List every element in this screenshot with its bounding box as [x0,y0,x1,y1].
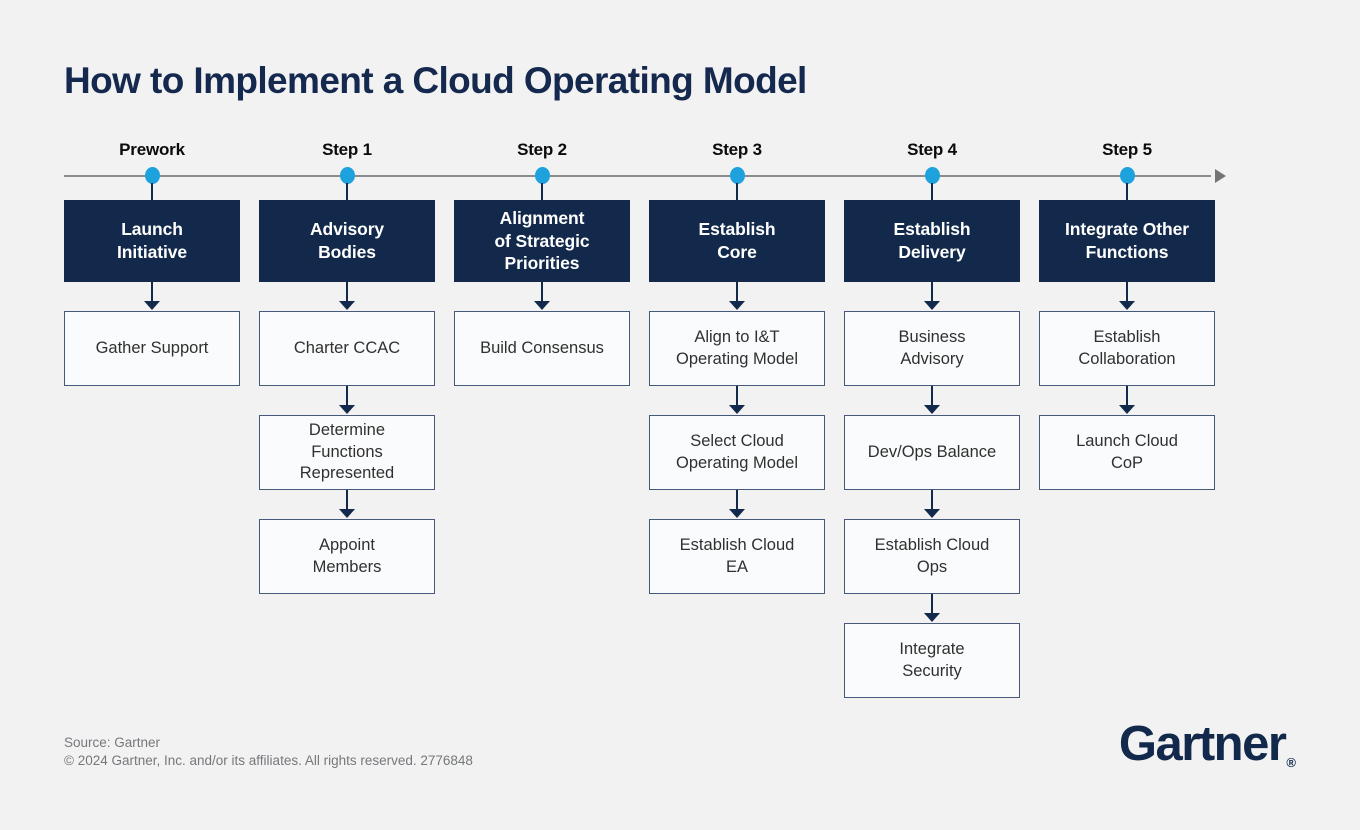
column-step-5: Integrate Other Functions Establish Coll… [1039,183,1215,698]
timeline-dot-icon [924,167,940,184]
connector-line [649,183,825,200]
step-box: Launch Cloud CoP [1039,415,1215,490]
column-step-3: Establish Core Align to I&T Operating Mo… [649,183,825,698]
connector-line [844,183,1020,200]
timeline-label-step-5: Step 5 [1102,140,1152,159]
timeline-arrowhead-icon [1215,168,1226,183]
arrow-down-icon [1039,386,1215,415]
source-text: Source: Gartner [64,735,161,750]
phase-header-box: Advisory Bodies [259,200,435,282]
timeline-line [64,175,1211,177]
column-step-1: Advisory Bodies Charter CCAC Determine F… [259,183,435,698]
step-box: Determine Functions Represented [259,415,435,490]
connector-line [259,183,435,200]
copyright-text: © 2024 Gartner, Inc. and/or its affiliat… [64,752,473,768]
timeline-label-step-4: Step 4 [907,140,957,159]
phase-header-box: Launch Initiative [64,200,240,282]
column-prework: Launch Initiative Gather Support [64,183,240,698]
flow-diagram: Prework Step 1 Step 2 Step 3 Step 4 Step… [64,140,1226,698]
arrow-down-icon [454,282,630,311]
step-box: Establish Cloud EA [649,519,825,594]
step-box: Charter CCAC [259,311,435,386]
step-box: Build Consensus [454,311,630,386]
phase-header-box: Integrate Other Functions [1039,200,1215,282]
timeline-dot-icon [1119,167,1135,184]
source-block: Source: Gartner © 2024 Gartner, Inc. and… [64,734,473,770]
step-box: Appoint Members [259,519,435,594]
phase-header-box: Establish Delivery [844,200,1020,282]
connector-line [64,183,240,200]
arrow-down-icon [649,282,825,311]
timeline-dot-icon [144,167,160,184]
connector-line [454,183,630,200]
step-box: Establish Cloud Ops [844,519,1020,594]
timeline-dot-icon [339,167,355,184]
step-box: Gather Support [64,311,240,386]
timeline-label-step-1: Step 1 [322,140,372,159]
footer: Source: Gartner © 2024 Gartner, Inc. and… [64,720,1296,770]
phase-header-box: Alignment of Strategic Priorities [454,200,630,282]
arrow-down-icon [844,490,1020,519]
arrow-down-icon [1039,282,1215,311]
column-step-2: Alignment of Strategic Priorities Build … [454,183,630,698]
step-box: Integrate Security [844,623,1020,698]
arrow-down-icon [259,386,435,415]
page-title: How to Implement a Cloud Operating Model [64,60,807,101]
step-box: Select Cloud Operating Model [649,415,825,490]
timeline-dot-icon [729,167,745,184]
timeline-label-step-3: Step 3 [712,140,762,159]
timeline-dot-icon [534,167,550,184]
arrow-down-icon [844,594,1020,623]
arrow-down-icon [259,282,435,311]
phase-header-box: Establish Core [649,200,825,282]
arrow-down-icon [844,282,1020,311]
gartner-logo: Gartner ® [1118,717,1296,771]
arrow-down-icon [649,386,825,415]
registered-trademark-icon: ® [1286,755,1296,770]
step-box: Business Advisory [844,311,1020,386]
arrow-down-icon [64,282,240,311]
timeline-axis [64,166,1226,186]
timeline-labels-row: Prework Step 1 Step 2 Step 3 Step 4 Step… [64,140,1215,166]
timeline-label-step-2: Step 2 [517,140,567,159]
arrow-down-icon [844,386,1020,415]
gartner-logo-text: Gartner [1118,717,1287,771]
connector-line [1039,183,1215,200]
timeline-dots-row [64,166,1215,184]
timeline-label-prework: Prework [119,140,185,159]
step-box: Dev/Ops Balance [844,415,1020,490]
columns-row: Launch Initiative Gather Support Advisor… [64,183,1215,698]
column-step-4: Establish Delivery Business Advisory Dev… [844,183,1020,698]
arrow-down-icon [649,490,825,519]
arrow-down-icon [259,490,435,519]
step-box: Align to I&T Operating Model [649,311,825,386]
step-box: Establish Collaboration [1039,311,1215,386]
